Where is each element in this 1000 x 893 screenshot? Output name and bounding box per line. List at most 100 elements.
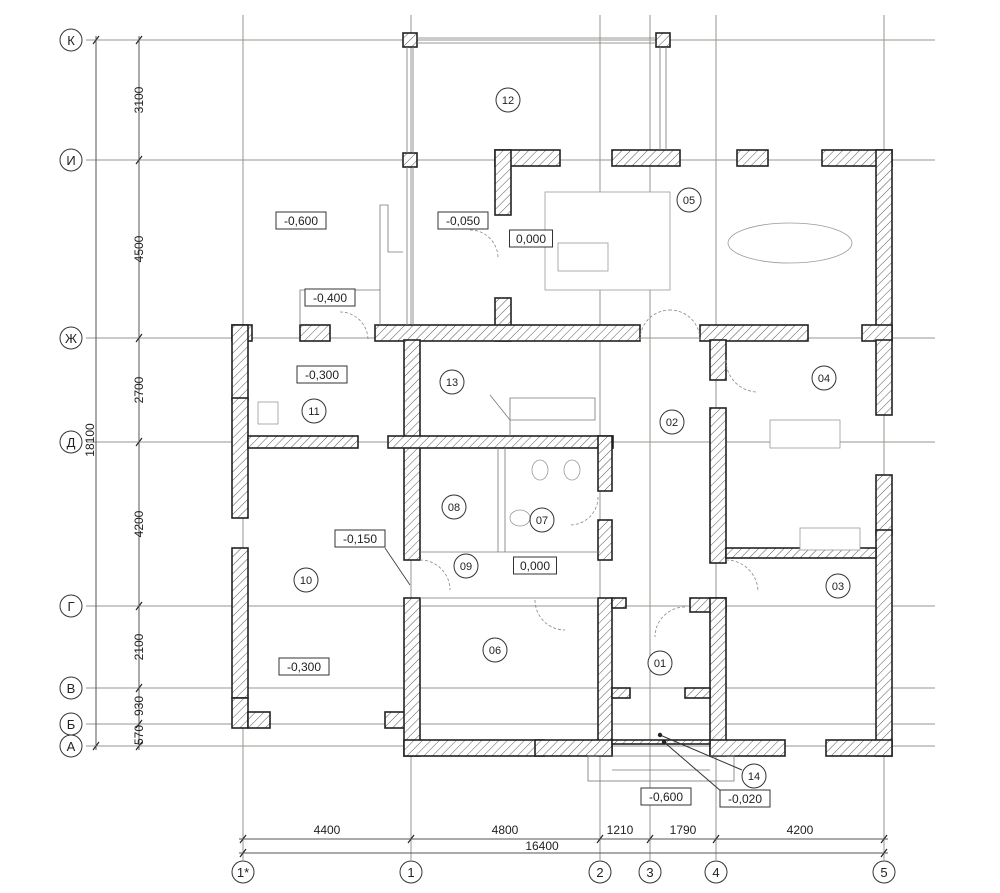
level-mark: -0,400 [313,291,347,305]
axis-label: И [66,153,75,168]
wall [611,687,631,699]
level-mark: -0,600 [284,214,318,228]
room-number-bubble [482,637,508,663]
dim-label: 4800 [492,823,519,837]
axis-label: Г [67,599,74,614]
level-mark: -0,300 [287,660,321,674]
axis-label: Ж [65,331,77,346]
dim-label: 2700 [132,376,146,403]
axis-bubble [638,860,662,884]
level-mark-box [513,556,557,575]
wall [597,435,613,492]
wall [403,739,545,757]
axis-label: Б [67,717,76,732]
doors [339,229,759,638]
room-number: 01 [654,658,666,670]
level-mark: -0,300 [305,368,339,382]
wall [611,597,627,609]
wall [611,739,711,745]
room-number-bubble [676,187,702,213]
room-number: 06 [489,645,501,657]
room-number-bubble [811,365,837,391]
wall [387,435,614,449]
axis-bubble [588,860,612,884]
leader-dot [661,739,667,745]
wall [231,324,249,401]
room-number: 04 [818,373,830,385]
room-number-bubble [741,763,767,789]
wall [384,711,406,729]
level-mark: -0,050 [446,214,480,228]
room-number-bubble [301,398,327,424]
wall [875,474,893,536]
room-number-bubble [439,369,465,395]
dim-total-label: 16400 [525,839,559,853]
wall [534,739,613,757]
axis-bubble [59,148,83,172]
wall [247,711,271,729]
axis-bubble [59,28,83,52]
wall [709,597,727,757]
wall [736,149,769,167]
axis-label: 1 [407,865,414,880]
wall [875,339,893,416]
wall [231,697,249,729]
dim-label: 930 [132,696,146,716]
sofa [544,191,671,291]
dim-label: 3100 [132,86,146,113]
level-mark-box [719,789,771,808]
walls [231,149,893,757]
wall [374,324,641,342]
dining-table [727,222,853,264]
level-mark-box [334,529,386,548]
room-number: 02 [666,417,678,429]
dim-label: 4200 [787,823,814,837]
level-mark: -0,150 [343,532,377,546]
axis-bubble [59,594,83,618]
level-mark-box [437,211,489,230]
axis-bubble [59,734,83,758]
wall [825,739,893,757]
axis-label: А [67,739,76,754]
level-mark-box [640,787,692,806]
axis-bubble [59,676,83,700]
dim-label: 1210 [607,823,634,837]
axis-bubble [704,860,728,884]
room-number-bubble [495,87,521,113]
wall [709,739,786,757]
axis-label: В [67,681,76,696]
wall [875,149,893,341]
room-number: 03 [832,581,844,593]
wall [597,519,613,561]
wall [684,687,711,699]
room-number: 05 [683,195,695,207]
room-number: 13 [446,377,458,389]
dim-total-label: 18100 [83,423,97,457]
axis-label: 3 [646,865,653,880]
level-mark: 0,000 [520,559,550,573]
dim-label: 1790 [670,823,697,837]
wall [403,597,421,757]
wall [299,324,331,342]
level-mark-box [296,365,348,384]
axis-bubble [399,860,423,884]
axis-label: 5 [880,865,887,880]
dim-label: 4500 [132,235,146,262]
furniture [257,191,861,782]
axis-label: 2 [596,865,603,880]
room-number: 09 [460,561,472,573]
dim-label: 2100 [132,633,146,660]
room-number-bubble [529,507,555,533]
wall [494,149,512,216]
room-number-bubble [659,409,685,435]
axis-label: Д [67,435,76,450]
room-number: 07 [536,515,548,527]
level-mark-box [278,657,330,676]
wall [709,339,727,381]
wall [875,529,893,757]
room-number-bubble [293,567,319,593]
room-number: 12 [502,95,514,107]
axis-label: 4 [712,865,719,880]
level-mark-box [304,288,356,307]
